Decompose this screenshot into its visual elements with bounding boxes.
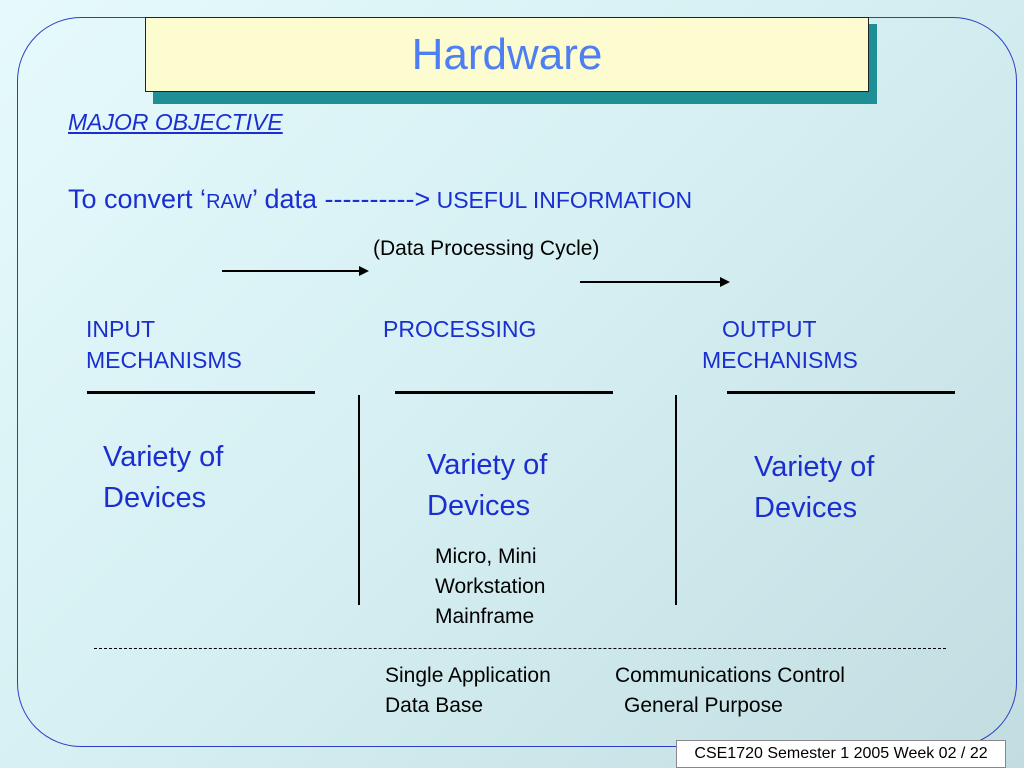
convert-prefix: To convert ‘ (68, 184, 207, 214)
input-variety-line1: Variety of (103, 441, 224, 473)
processing-types-list: Micro, Mini Workstation Mainframe (435, 542, 546, 632)
output-variety-line2: Devices (754, 492, 858, 524)
output-heading-line2: MECHANISMS (702, 347, 858, 373)
application-item: Data Base (385, 694, 484, 717)
slide-title: Hardware (411, 29, 603, 79)
dashed-divider (94, 648, 946, 649)
input-heading-line1: INPUT (86, 316, 155, 342)
title-box: Hardware (145, 17, 869, 92)
processing-variety: Variety of Devices (427, 445, 547, 527)
processing-underline (395, 391, 613, 394)
processing-to-output-arrow-icon (580, 276, 730, 288)
input-heading: INPUT MECHANISMS (86, 314, 242, 376)
processing-type-item: Micro, Mini (435, 545, 537, 568)
convert-raw: RAW (206, 191, 252, 213)
output-variety-line1: Variety of (754, 451, 875, 483)
cycle-label: (Data Processing Cycle) (373, 237, 600, 260)
output-heading-line1: OUTPUT (722, 316, 817, 342)
input-heading-line2: MECHANISMS (86, 347, 242, 373)
convert-middle: ’ data ----------> (251, 184, 431, 214)
processing-variety-line1: Variety of (427, 449, 548, 481)
input-variety-line2: Devices (103, 482, 207, 514)
output-underline (727, 391, 955, 394)
output-variety: Variety of Devices (754, 447, 874, 529)
applications-left: Single Application Data Base (385, 661, 551, 721)
input-variety: Variety of Devices (103, 437, 223, 519)
convert-useful: USEFUL INFORMATION (430, 187, 693, 213)
slide-footer: CSE1720 Semester 1 2005 Week 02 / 22 (676, 740, 1006, 768)
processing-type-item: Workstation (435, 575, 546, 598)
input-to-processing-arrow-icon (222, 265, 369, 277)
processing-heading: PROCESSING (383, 316, 537, 342)
application-item: Communications Control (615, 664, 845, 687)
convert-line: To convert ‘RAW’ data ----------> USEFUL… (68, 184, 692, 215)
processing-variety-line2: Devices (427, 490, 531, 522)
processing-type-item: Mainframe (435, 605, 535, 628)
application-item: General Purpose (624, 694, 783, 717)
input-underline (87, 391, 315, 394)
application-item: Single Application (385, 664, 551, 687)
divider-left (358, 395, 360, 605)
objective-heading: MAJOR OBJECTIVE (68, 109, 283, 135)
divider-right (675, 395, 677, 605)
applications-right: Communications Control General Purpose (615, 661, 845, 721)
